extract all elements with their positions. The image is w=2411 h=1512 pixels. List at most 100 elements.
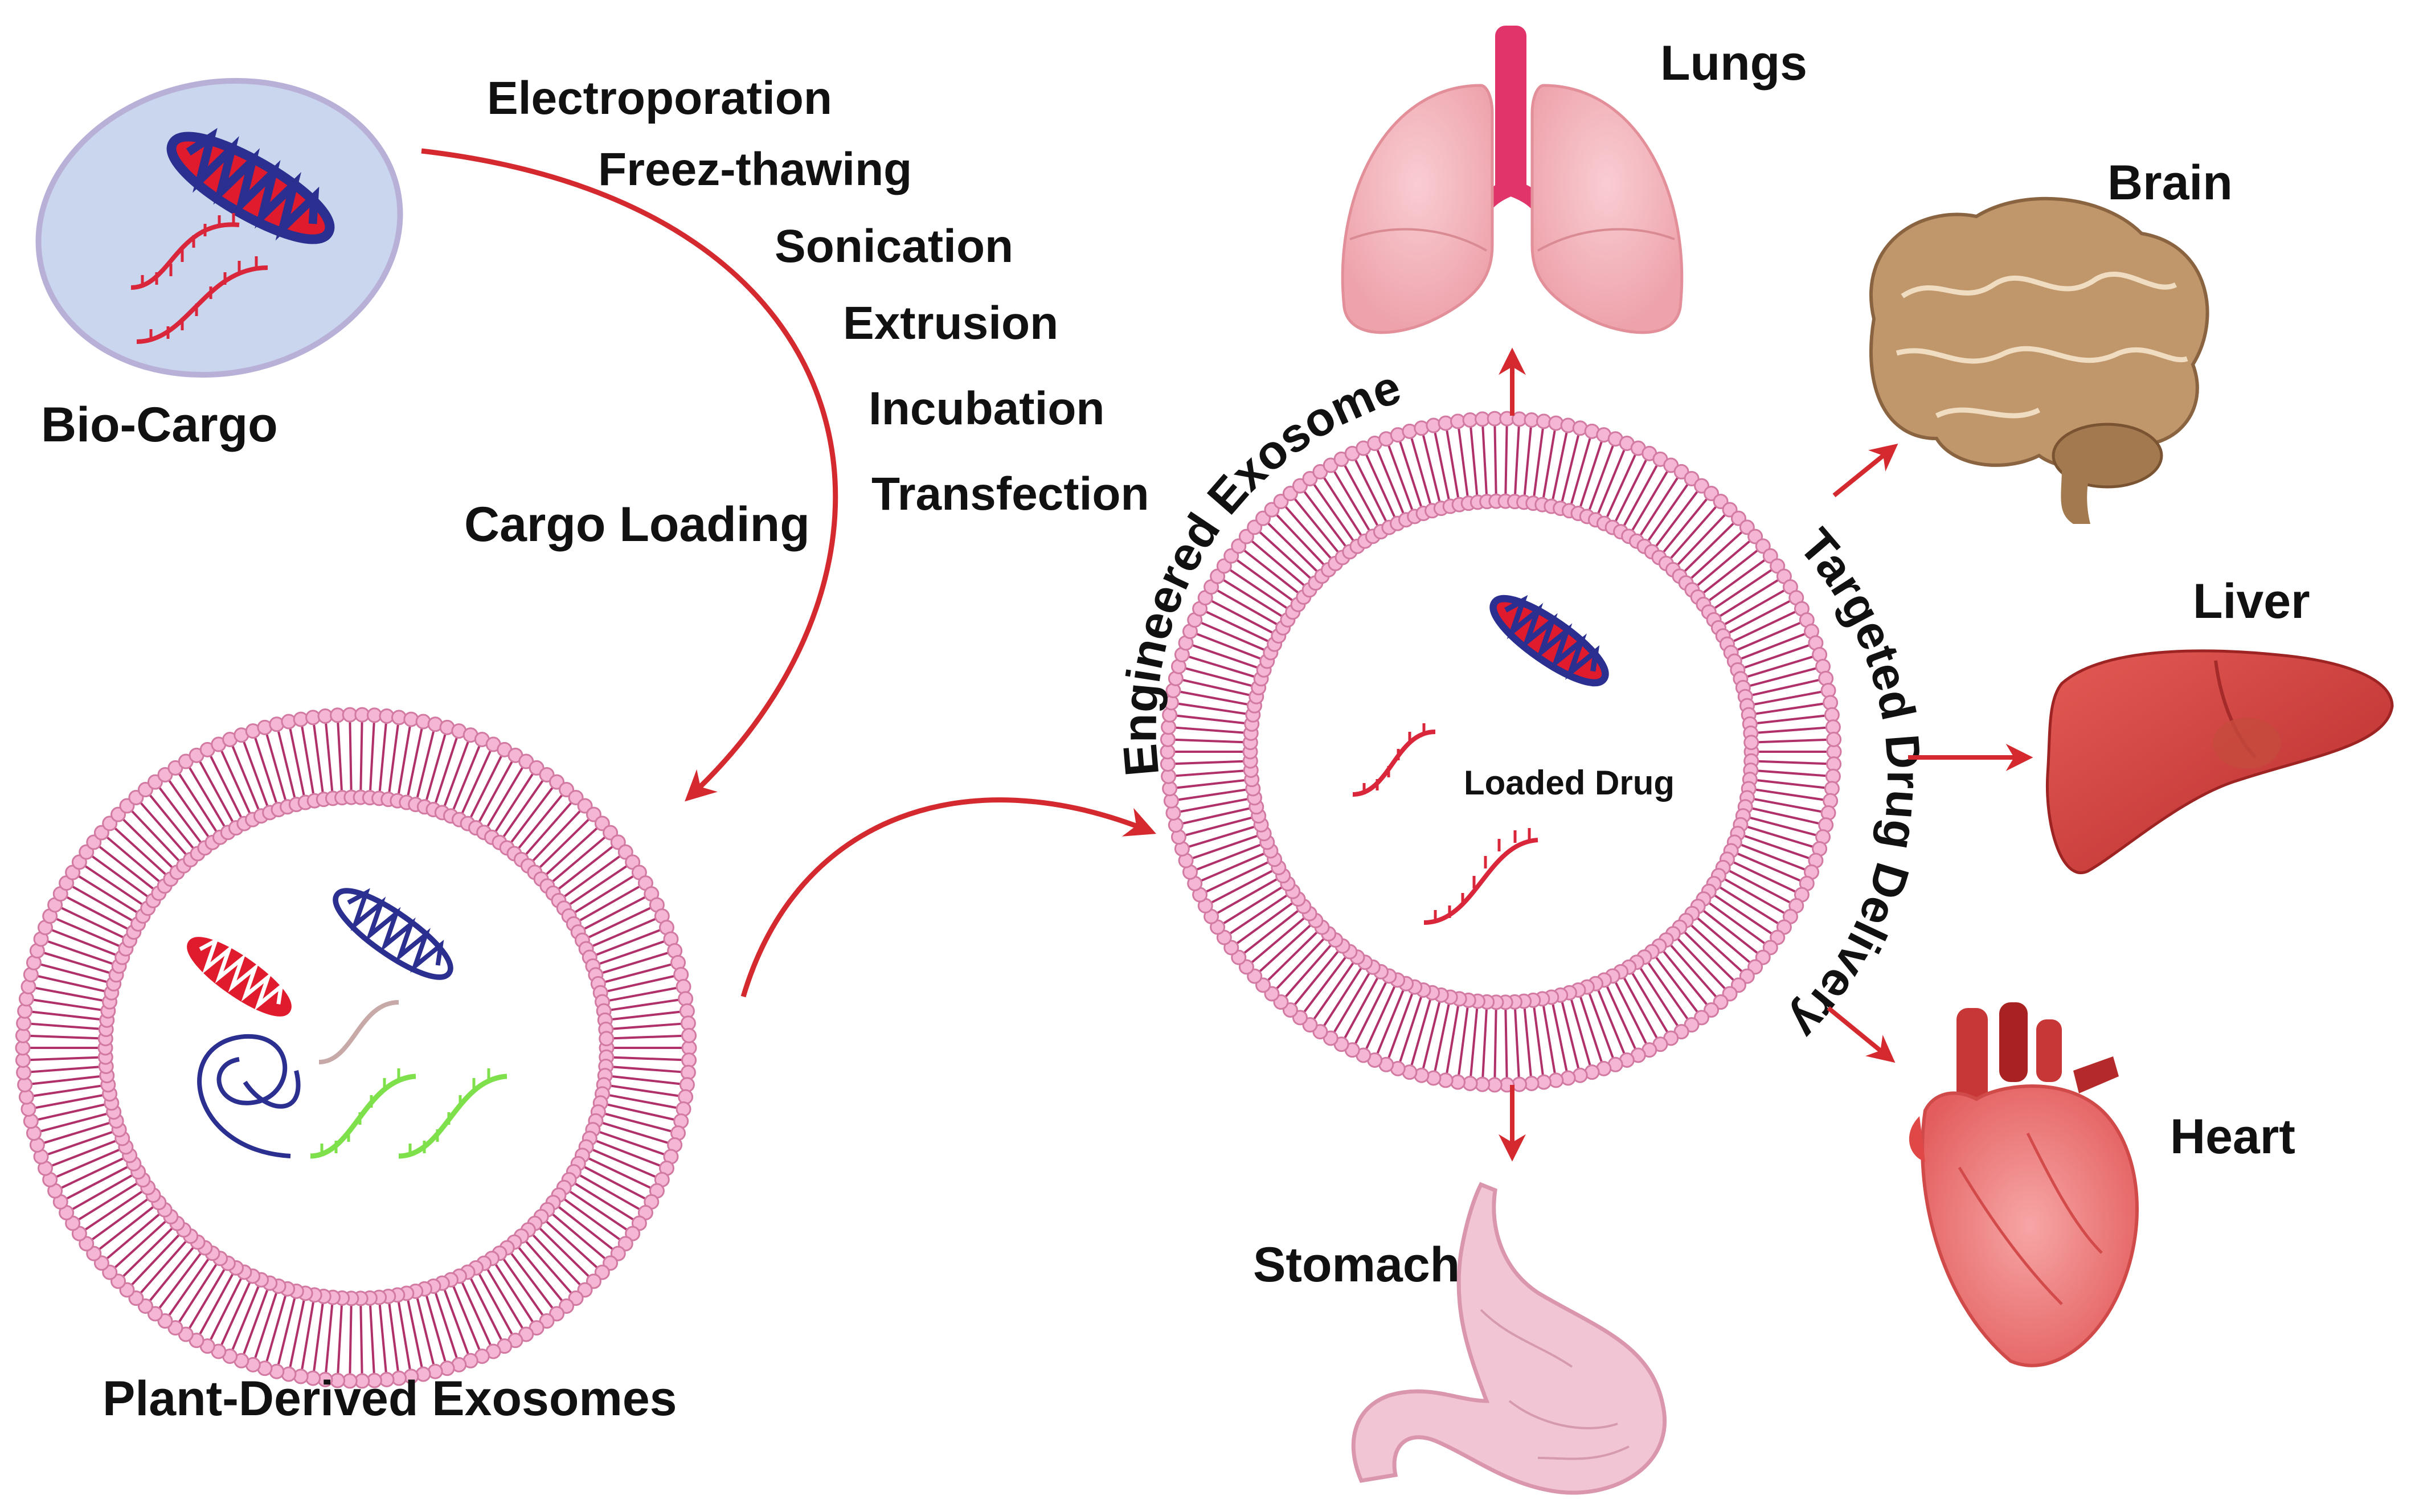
lipid-tail	[1728, 870, 1791, 904]
brain-icon: Brain	[1869, 155, 2233, 524]
lipid-tail	[425, 1295, 447, 1362]
lipid-tail	[1639, 477, 1679, 536]
lipid-tail	[1354, 981, 1387, 1044]
lipid-tail	[1533, 428, 1544, 497]
lipid-tail	[1387, 993, 1414, 1059]
lipid-tail	[98, 1206, 154, 1251]
liver-label: Liver	[2193, 574, 2310, 629]
rna-strand-icon	[130, 222, 268, 344]
lipid-tail	[525, 802, 572, 855]
lipid-tail	[289, 1300, 305, 1368]
lipid-tail	[1293, 950, 1340, 1006]
plant-exosome-membrane	[15, 707, 697, 1389]
lipid-head	[1826, 731, 1842, 747]
lipid-tail	[35, 1094, 104, 1109]
lipid-tail	[1749, 816, 1817, 837]
lipid-tail	[1222, 579, 1283, 617]
lipid-tail	[84, 1190, 143, 1231]
lipid-tail	[301, 1301, 315, 1370]
method-incubation: Incubation	[869, 383, 1105, 435]
lipid-tail	[525, 1240, 572, 1294]
lipid-tail	[209, 755, 243, 818]
lipid-tail	[1696, 917, 1751, 964]
lipid-tail	[72, 885, 133, 922]
lipid-tail	[114, 1220, 167, 1269]
lipid-tail	[1677, 514, 1726, 566]
lipid-tail	[378, 723, 387, 792]
mitochondria-icon	[1489, 595, 1609, 687]
lipid-tail	[1514, 425, 1520, 495]
lipid-tail	[1702, 549, 1759, 594]
lipid-tail	[1323, 967, 1362, 1027]
lipid-tail	[1177, 788, 1247, 801]
bio-cargo-group: Bio-Cargo	[35, 77, 403, 452]
lipid-tail	[1188, 825, 1255, 848]
lipid-tail	[1284, 506, 1332, 559]
lipid-tail	[461, 1281, 492, 1346]
lipid-tail	[1753, 690, 1822, 706]
lipid-tail	[37, 1103, 105, 1121]
lipid-tail	[1333, 972, 1370, 1033]
lipid-tail	[168, 1258, 210, 1316]
lipid-tail	[301, 726, 315, 794]
lipid-tail	[43, 952, 110, 974]
lipid-tail	[1493, 1009, 1497, 1078]
lipid-tail	[558, 1206, 614, 1251]
lipid-tail	[1655, 490, 1698, 547]
lipid-tail	[1303, 490, 1347, 547]
lipid-tail	[1176, 714, 1245, 724]
rna-bases	[1362, 723, 1531, 923]
lipid-tail	[1175, 726, 1245, 734]
lipid-tail	[478, 760, 513, 823]
lipid-tail	[612, 1066, 682, 1073]
lipid-tail	[1755, 788, 1824, 801]
lipid-tail	[47, 1130, 113, 1155]
lipid-tail	[1469, 427, 1479, 496]
lipid-tail	[551, 836, 606, 883]
lipid-tail	[1504, 1009, 1508, 1078]
method-electroporation: Electroporation	[487, 72, 832, 124]
lipid-tail	[545, 827, 598, 875]
lipid-tail	[130, 1234, 180, 1286]
heart-label: Heart	[2170, 1109, 2295, 1164]
lipid-tail	[1623, 464, 1658, 527]
lipid-tail	[1606, 454, 1637, 518]
lipid-tail	[313, 724, 324, 793]
stomach-label: Stomach	[1253, 1238, 1460, 1292]
lipid-tail	[1200, 852, 1265, 882]
lipid-tail	[452, 1285, 481, 1351]
lipid-tail	[588, 907, 652, 939]
lipid-tail	[1376, 449, 1405, 514]
lipid-tail	[220, 750, 251, 814]
lipid-tail	[114, 827, 167, 875]
lipid-tail	[37, 975, 105, 993]
lipid-tail	[1205, 861, 1269, 893]
lipid-tail	[1542, 1005, 1556, 1074]
lipid-tail	[1434, 1003, 1450, 1072]
lipid-tail	[31, 1075, 100, 1085]
lipid-tail	[60, 1157, 124, 1189]
lipid-tail	[1410, 437, 1432, 505]
lipid-tail	[1399, 996, 1423, 1063]
method-sonication: Sonication	[775, 220, 1013, 272]
loaded-drug-label: Loaded Drug	[1464, 764, 1675, 802]
lipid-tail	[502, 1258, 544, 1316]
lipid-tail	[1579, 441, 1603, 507]
heart-icon: Heart	[1909, 1002, 2295, 1367]
lipid-tail	[1422, 1001, 1441, 1070]
lipid-tail	[1376, 989, 1405, 1055]
lipid-tail	[1236, 902, 1293, 945]
lipid-tail	[610, 998, 679, 1011]
lipid-tail	[178, 1263, 218, 1323]
lipid-tail	[517, 794, 563, 849]
lipid-tail	[47, 940, 113, 965]
lipid-tail	[1523, 427, 1532, 496]
lipid-tail	[325, 723, 334, 792]
lipid-tail	[1733, 610, 1796, 642]
lipid-tail	[277, 730, 296, 798]
lipid-tail	[1690, 924, 1743, 973]
lipid-tail	[1743, 834, 1810, 859]
lipid-tail	[1737, 852, 1802, 882]
lipid-tail	[243, 1289, 269, 1355]
lipid-tail	[188, 767, 226, 827]
